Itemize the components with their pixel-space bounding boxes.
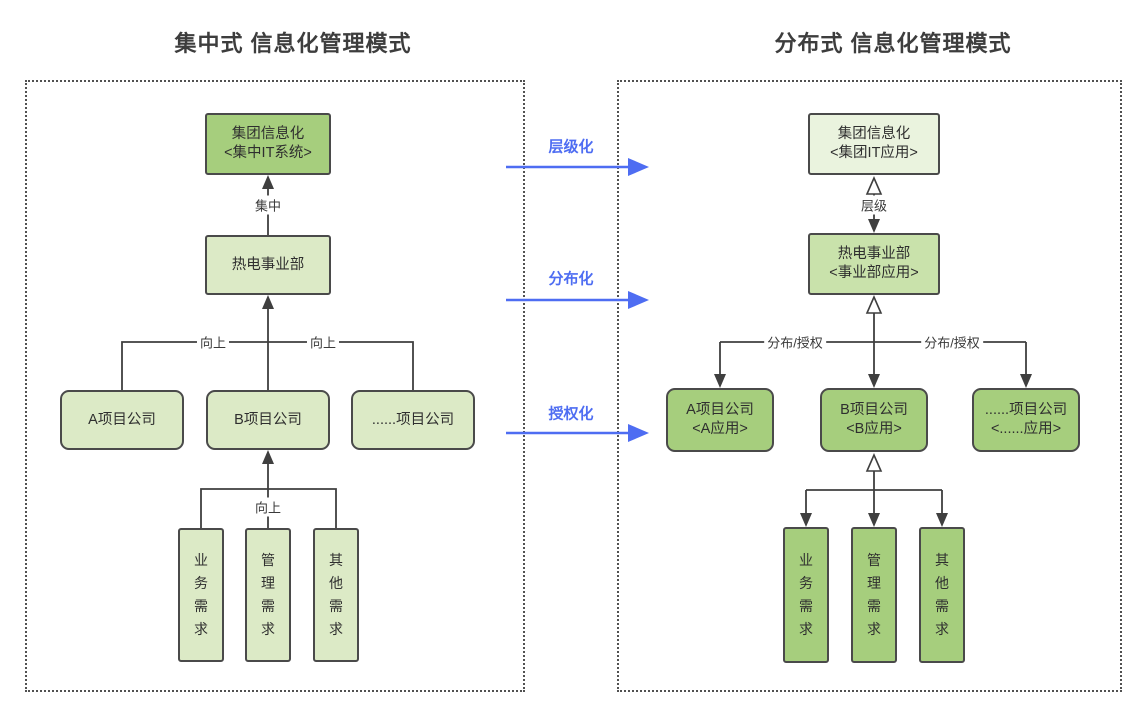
box-line: 热电事业部 [231,256,305,273]
label-distribute-authorize-right: 分布/授权 [921,332,983,352]
box-line: 集团信息化 [837,126,911,143]
label-upward-bottom: 向上 [251,497,285,517]
left-mid-box: 热电事业部 [205,235,331,295]
label-hierarchy: 层级 [857,195,891,215]
right-top-box: 集团信息化 <集团IT应用> [808,113,940,175]
box-line: 管理需求 [867,551,881,638]
label-upward-right: 向上 [306,332,340,352]
left-vertical-box-other: 其他需求 [313,528,359,662]
right-connectors [714,176,1032,527]
label-authorization: 授权化 [548,405,594,423]
box-line: 管理需求 [261,551,275,638]
right-panel-title: 分布式 信息化管理模式 [774,31,1012,56]
box-line: 其他需求 [329,551,343,638]
box-line: 热电事业部 [837,246,911,263]
box-line: 业务需求 [194,551,208,638]
box-line: ......项目公司 [371,411,455,428]
right-row-box-a-label: A项目公司 <A应用> [686,401,754,439]
box-line: A项目公司 [88,411,156,428]
box-line: 其他需求 [935,551,949,638]
left-row-box-etc: ......项目公司 [351,390,475,450]
right-vertical-box-other: 其他需求 [919,527,965,663]
left-vertical-box-business: 业务需求 [178,528,224,662]
label-distribution: 分布化 [548,270,594,288]
right-vertical-box-business: 业务需求 [783,527,829,663]
left-row-box-b: B项目公司 [206,390,330,450]
box-line: <A应用> [692,421,748,437]
right-row-box-a: A项目公司 <A应用> [666,388,774,452]
left-panel-frame [25,80,525,692]
label-hierarchization: 层级化 [548,138,594,156]
box-line: <B应用> [846,421,902,437]
right-mid-box: 热电事业部 <事业部应用> [808,233,940,295]
right-row-box-etc: ......项目公司 <......应用> [972,388,1080,452]
label-centralize: 集中 [251,195,285,215]
left-top-box: 集团信息化 <集中IT系统> [205,113,331,175]
box-line: B项目公司 [234,411,302,428]
box-line: <事业部应用> [829,265,919,281]
box-line: 业务需求 [799,551,813,638]
transition-arrows [506,158,649,442]
box-line: <集团IT应用> [830,145,918,161]
left-row-box-a: A项目公司 [60,390,184,450]
right-vertical-box-management: 管理需求 [851,527,897,663]
left-connectors [121,175,414,528]
left-top-box-label: 集团信息化 <集中IT系统> [224,125,312,163]
right-row-box-etc-label: ......项目公司 <......应用> [985,401,1067,439]
right-row-box-b-label: B项目公司 <B应用> [840,401,908,439]
box-line: <集中IT系统> [224,145,312,161]
label-distribute-authorize-left: 分布/授权 [764,332,826,352]
left-panel-title: 集中式 信息化管理模式 [174,31,412,56]
box-line: 集团信息化 [231,126,305,143]
right-row-box-b: B项目公司 <B应用> [820,388,928,452]
box-line: A项目公司 [686,402,754,419]
label-upward-left: 向上 [196,332,230,352]
right-top-box-label: 集团信息化 <集团IT应用> [830,125,918,163]
box-line: B项目公司 [840,402,908,419]
right-mid-box-label: 热电事业部 <事业部应用> [829,245,918,283]
box-line: <......应用> [990,421,1062,437]
box-line: ......项目公司 [984,402,1068,419]
left-vertical-box-management: 管理需求 [245,528,291,662]
right-panel-frame [617,80,1122,692]
